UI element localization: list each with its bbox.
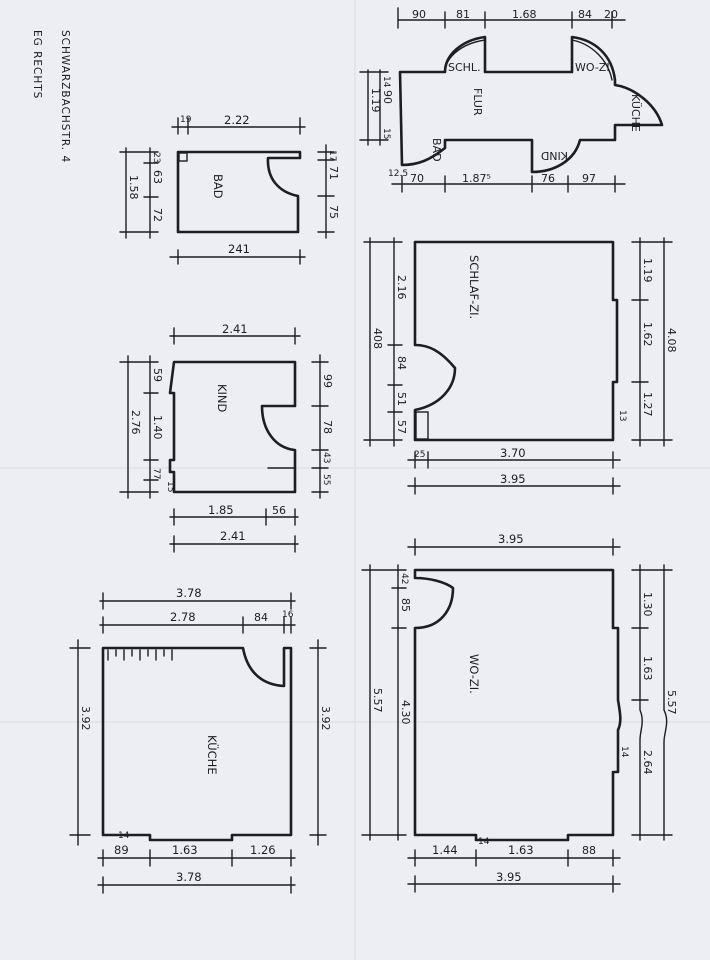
wozi-bottom-dim-4: 88 [582,844,596,857]
bad-left-dim-1: 23 [151,152,161,163]
kueche-bottom-dim-4: 1.26 [250,843,276,857]
schlaf-left-dim-2: 84 [395,356,408,370]
wozi-right-dim-4: 5.57 [665,690,678,715]
kind-left-dim-4: 77 [151,468,161,479]
kind-bottom-dim-2: 56 [272,504,286,517]
bad-plan: BAD 19 2.22 241 23 63 72 1.58 17 71 75 [119,113,340,265]
kueche-bottom-dim-5: 3.78 [176,870,202,884]
bad-bottom-dim: 241 [228,242,250,256]
flur-bottom-dim-2: 70 [410,172,424,185]
bad-right-dim-3: 75 [327,205,340,219]
schlaf-left-dim-5: 408 [371,328,384,349]
kind-left-dim-2: 1.40 [151,415,164,440]
flur-side-dim-3: 1.19 [369,88,382,113]
wozi-bottom-dim-3: 1.63 [508,843,534,857]
schlaf-right-dim-1: 1.19 [641,258,654,283]
schlaf-plan: SCHLAF-ZI. 2.16 84 51 57 408 1.19 1.62 1… [363,237,678,495]
kind-top-dim: 2.41 [222,322,248,336]
bad-left-dim-4: 1.58 [127,175,140,200]
kueche-top-dim-1: 3.78 [176,586,202,600]
flur-top-dim-1: 90 [412,8,426,21]
floor-label: EG RECHTS [31,30,43,99]
bad-left-dim-3: 72 [151,208,164,222]
wozi-top-dim: 3.95 [498,532,524,546]
schlaf-bottom-dim-1: 25 [414,450,425,460]
schlaf-right-dim-4: 4.08 [665,328,678,353]
kind-plan: KIND 2.41 59 1.40 2.76 77 15 99 78 43 55… [119,322,334,553]
kueche-bottom-dim-2: 14 [118,831,130,841]
wozi-left-dim-2: 85 [399,598,412,612]
kind-small-label: KIND [541,149,568,162]
schlaf-left-dim-4: 57 [395,420,408,434]
wozi-small-label: WO-ZI [575,61,610,74]
flur-bottom-dim-1: 12.5 [388,169,408,179]
kueche-left-dim: 3.92 [79,706,92,731]
bad-top-dim-2: 2.22 [224,113,250,127]
schl-small-label: SCHL. [448,61,481,74]
wozi-bottom-dim-1: 1.44 [432,843,458,857]
wozi-left-dim-1: 42 [399,573,409,584]
kind-right-dim-1: 99 [321,374,334,388]
flur-top-dim-3: 1.68 [512,8,537,21]
schlaf-label: SCHLAF-ZI. [467,255,481,319]
schlaf-left-dim-3: 51 [395,392,408,406]
wozi-right-dim-1: 1.30 [641,592,654,617]
flur-bottom-dim-5: 97 [582,172,596,185]
flur-bottom-dim-4: 76 [541,172,555,185]
schlaf-bottom-dim-2: 3.70 [500,446,526,460]
kind-left-dim-3: 2.76 [129,410,142,435]
kind-right-dim-4: 55 [321,474,331,485]
bad-right-dim-1: 17 [327,150,337,161]
bad-left-dim-2: 63 [151,170,164,184]
wozi-right-dim-2: 1.63 [641,656,654,681]
schlaf-right-dim-5: 13 [617,410,627,421]
street-label: SCHWARZBACHSTR. 4 [59,30,71,163]
kueche-right-dim: 3.92 [319,706,332,731]
kind-bottom-dim-3: 2.41 [220,529,246,543]
schlaf-left-dim-1: 2.16 [395,275,408,300]
wozi-right-dim-3: 2.64 [641,750,654,775]
wozi-label: WO-ZI. [467,654,481,694]
kueche-top-dim-2: 2.78 [170,610,196,624]
address-header: SCHWARZBACHSTR. 4 EG RECHTS [31,30,71,163]
flur-plan: SCHL. WO-ZI FLUR KÜCHE KIND BAD 90 81 1.… [359,7,664,193]
bad-small-label: BAD [430,138,443,162]
wozi-left-dim-3: 4.30 [399,700,412,725]
wozi-right-dim-5: 14 [619,746,629,758]
bad-top-dim-1: 19 [180,115,192,125]
kind-right-dim-3: 43 [321,452,331,463]
flur-side-dim-2: 90 [381,90,394,104]
schlaf-bottom-dim-3: 3.95 [500,472,526,486]
kind-right-dim-2: 78 [321,420,334,434]
flur-top-dim-5: 20 [604,8,618,21]
wozi-plan: 3.95 WO-ZI. 42 85 4.30 5.57 1.30 1.63 2.… [361,532,678,893]
flur-bottom-dim-3: 1.87⁵ [462,172,491,185]
kueche-label: KÜCHE [205,735,221,775]
kind-label: KIND [215,384,229,413]
flur-top-dim-4: 84 [578,8,592,21]
wozi-left-dim-4: 5.57 [371,688,384,713]
wozi-bottom-dim-2: 14 [478,837,490,847]
schlaf-right-dim-2: 1.62 [641,322,654,347]
flur-label: FLUR [471,88,484,116]
wozi-bottom-dim-5: 3.95 [496,870,522,884]
kueche-small-label: KÜCHE [629,94,642,132]
kueche-bottom-dim-3: 1.63 [172,843,198,857]
kind-left-dim-5: 15 [165,481,175,492]
kind-left-dim-1: 59 [151,368,164,382]
kueche-top-dim-3: 84 [254,611,268,624]
flur-top-dim-2: 81 [456,8,470,21]
kueche-plan: 3.78 2.78 84 16 KÜCHE 3.92 3.92 89 14 1.… [69,586,332,894]
flur-side-dim-1: 14 [381,76,391,88]
bad-right-dim-2: 71 [327,166,340,180]
schlaf-right-dim-3: 1.27 [641,392,654,417]
kind-bottom-dim-1: 1.85 [208,503,234,517]
kueche-bottom-dim-1: 89 [114,843,129,857]
flur-side-dim-4: 15 [381,128,391,139]
bad-label: BAD [211,174,225,199]
kueche-top-dim-4: 16 [282,610,294,620]
